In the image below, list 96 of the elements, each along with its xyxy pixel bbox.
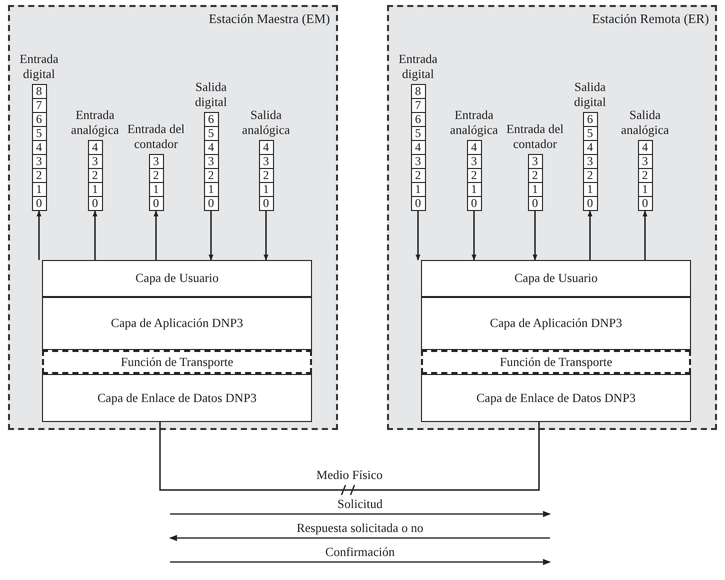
register-cell: 2 xyxy=(32,169,46,183)
register-cell: 4 xyxy=(638,140,652,155)
register-cell: 4 xyxy=(582,141,598,155)
register-cell: 3 xyxy=(88,155,102,169)
register-cell: 0 xyxy=(258,197,274,211)
register-cell: 1 xyxy=(258,183,274,197)
register-cell: 6 xyxy=(582,112,598,127)
register-cell: 2 xyxy=(528,169,542,183)
station-panel xyxy=(8,5,338,430)
arrow xyxy=(36,210,42,260)
register-cell: 3 xyxy=(258,155,274,169)
register-cell: 2 xyxy=(88,169,102,183)
register-cell: 1 xyxy=(410,183,426,197)
layer-box: Capa de Usuario xyxy=(42,260,312,297)
register-cell: 1 xyxy=(204,183,218,197)
arrow xyxy=(92,210,98,260)
register-cell: 2 xyxy=(204,169,218,183)
register-cell: 4 xyxy=(258,140,274,155)
register-cell: 2 xyxy=(410,169,426,183)
arrow xyxy=(472,211,476,261)
register-heading: Entrada del contador xyxy=(506,122,564,152)
message-label: Solicitud xyxy=(336,497,384,512)
register-cell: 2 xyxy=(638,169,652,183)
arrow xyxy=(588,210,592,260)
register-cell: 8 xyxy=(410,84,426,99)
register-heading: Entrada analógica xyxy=(70,108,120,138)
register-cell: 3 xyxy=(410,155,426,169)
message-label: Confirmación xyxy=(324,545,396,560)
register-cell: 0 xyxy=(410,197,426,211)
transmission-line xyxy=(159,422,540,491)
layer-box: Capa de Aplicación DNP3 xyxy=(421,297,691,350)
register-cell: 3 xyxy=(32,155,46,169)
register-heading: Salida digital xyxy=(573,80,607,110)
register-cell: 4 xyxy=(88,140,102,155)
register-cell: 3 xyxy=(528,154,542,169)
register-cell: 7 xyxy=(410,99,426,113)
register-cell: 5 xyxy=(32,127,46,141)
register-cell: 2 xyxy=(466,169,482,183)
register-cell: 3 xyxy=(582,155,598,169)
register-cell: 4 xyxy=(410,141,426,155)
register-cell: 4 xyxy=(32,141,46,155)
register-cell: 3 xyxy=(204,155,218,169)
arrow xyxy=(532,211,538,261)
register-cell: 0 xyxy=(88,197,102,211)
layer-box: Capa de Enlace de Datos DNP3 xyxy=(42,374,312,422)
register-cell: 6 xyxy=(32,113,46,127)
register-heading: Salida analógica xyxy=(241,108,291,138)
register-cell: 4 xyxy=(466,140,482,155)
register-cell: 6 xyxy=(410,113,426,127)
dashed-layer-box: Función de Transporte xyxy=(42,350,312,374)
layer-box: Capa de Usuario xyxy=(421,260,691,297)
register-cell: 2 xyxy=(582,169,598,183)
arrow xyxy=(154,210,158,260)
register-heading: Salida analógica xyxy=(620,108,670,138)
register-cell: 0 xyxy=(528,197,542,211)
register-cell: 3 xyxy=(638,155,652,169)
register-cell: 2 xyxy=(258,169,274,183)
register-cell: 5 xyxy=(582,127,598,141)
station-title: Estación Remota (ER) xyxy=(592,11,709,27)
register-cell: 6 xyxy=(204,112,218,127)
arrow xyxy=(416,211,420,261)
register-heading: Entrada digital xyxy=(398,52,438,82)
register-cell: 5 xyxy=(410,127,426,141)
register-cell: 1 xyxy=(32,183,46,197)
register-cell: 0 xyxy=(32,197,46,211)
register-cell: 0 xyxy=(582,197,598,211)
dashed-layer-box: Función de Transporte xyxy=(421,350,691,374)
register-cell: 2 xyxy=(148,169,164,183)
register-cell: 5 xyxy=(204,127,218,141)
register-cell: 1 xyxy=(88,183,102,197)
station-title: Estación Maestra (EM) xyxy=(208,11,330,27)
register-heading: Salida digital xyxy=(194,80,228,110)
register-heading: Entrada digital xyxy=(18,52,60,82)
arrow xyxy=(208,211,214,261)
station-panel xyxy=(387,5,717,430)
register-heading: Entrada analógica xyxy=(449,108,499,138)
register-cell: 1 xyxy=(638,183,652,197)
message-label: Respuesta solicitada o no xyxy=(296,521,424,536)
register-heading: Entrada del contador xyxy=(127,122,185,152)
arrow xyxy=(264,211,268,261)
register-cell: 3 xyxy=(148,154,164,169)
register-cell: 0 xyxy=(466,197,482,211)
arrow xyxy=(642,210,648,260)
register-cell: 1 xyxy=(528,183,542,197)
register-cell: 8 xyxy=(32,84,46,99)
register-cell: 1 xyxy=(148,183,164,197)
register-cell: 4 xyxy=(204,141,218,155)
layer-box: Capa de Aplicación DNP3 xyxy=(42,297,312,350)
register-cell: 7 xyxy=(32,99,46,113)
register-cell: 0 xyxy=(638,197,652,211)
register-cell: 1 xyxy=(582,183,598,197)
register-cell: 0 xyxy=(204,197,218,211)
register-cell: 1 xyxy=(466,183,482,197)
register-cell: 0 xyxy=(148,197,164,211)
register-cell: 3 xyxy=(466,155,482,169)
layer-box: Capa de Enlace de Datos DNP3 xyxy=(421,374,691,422)
